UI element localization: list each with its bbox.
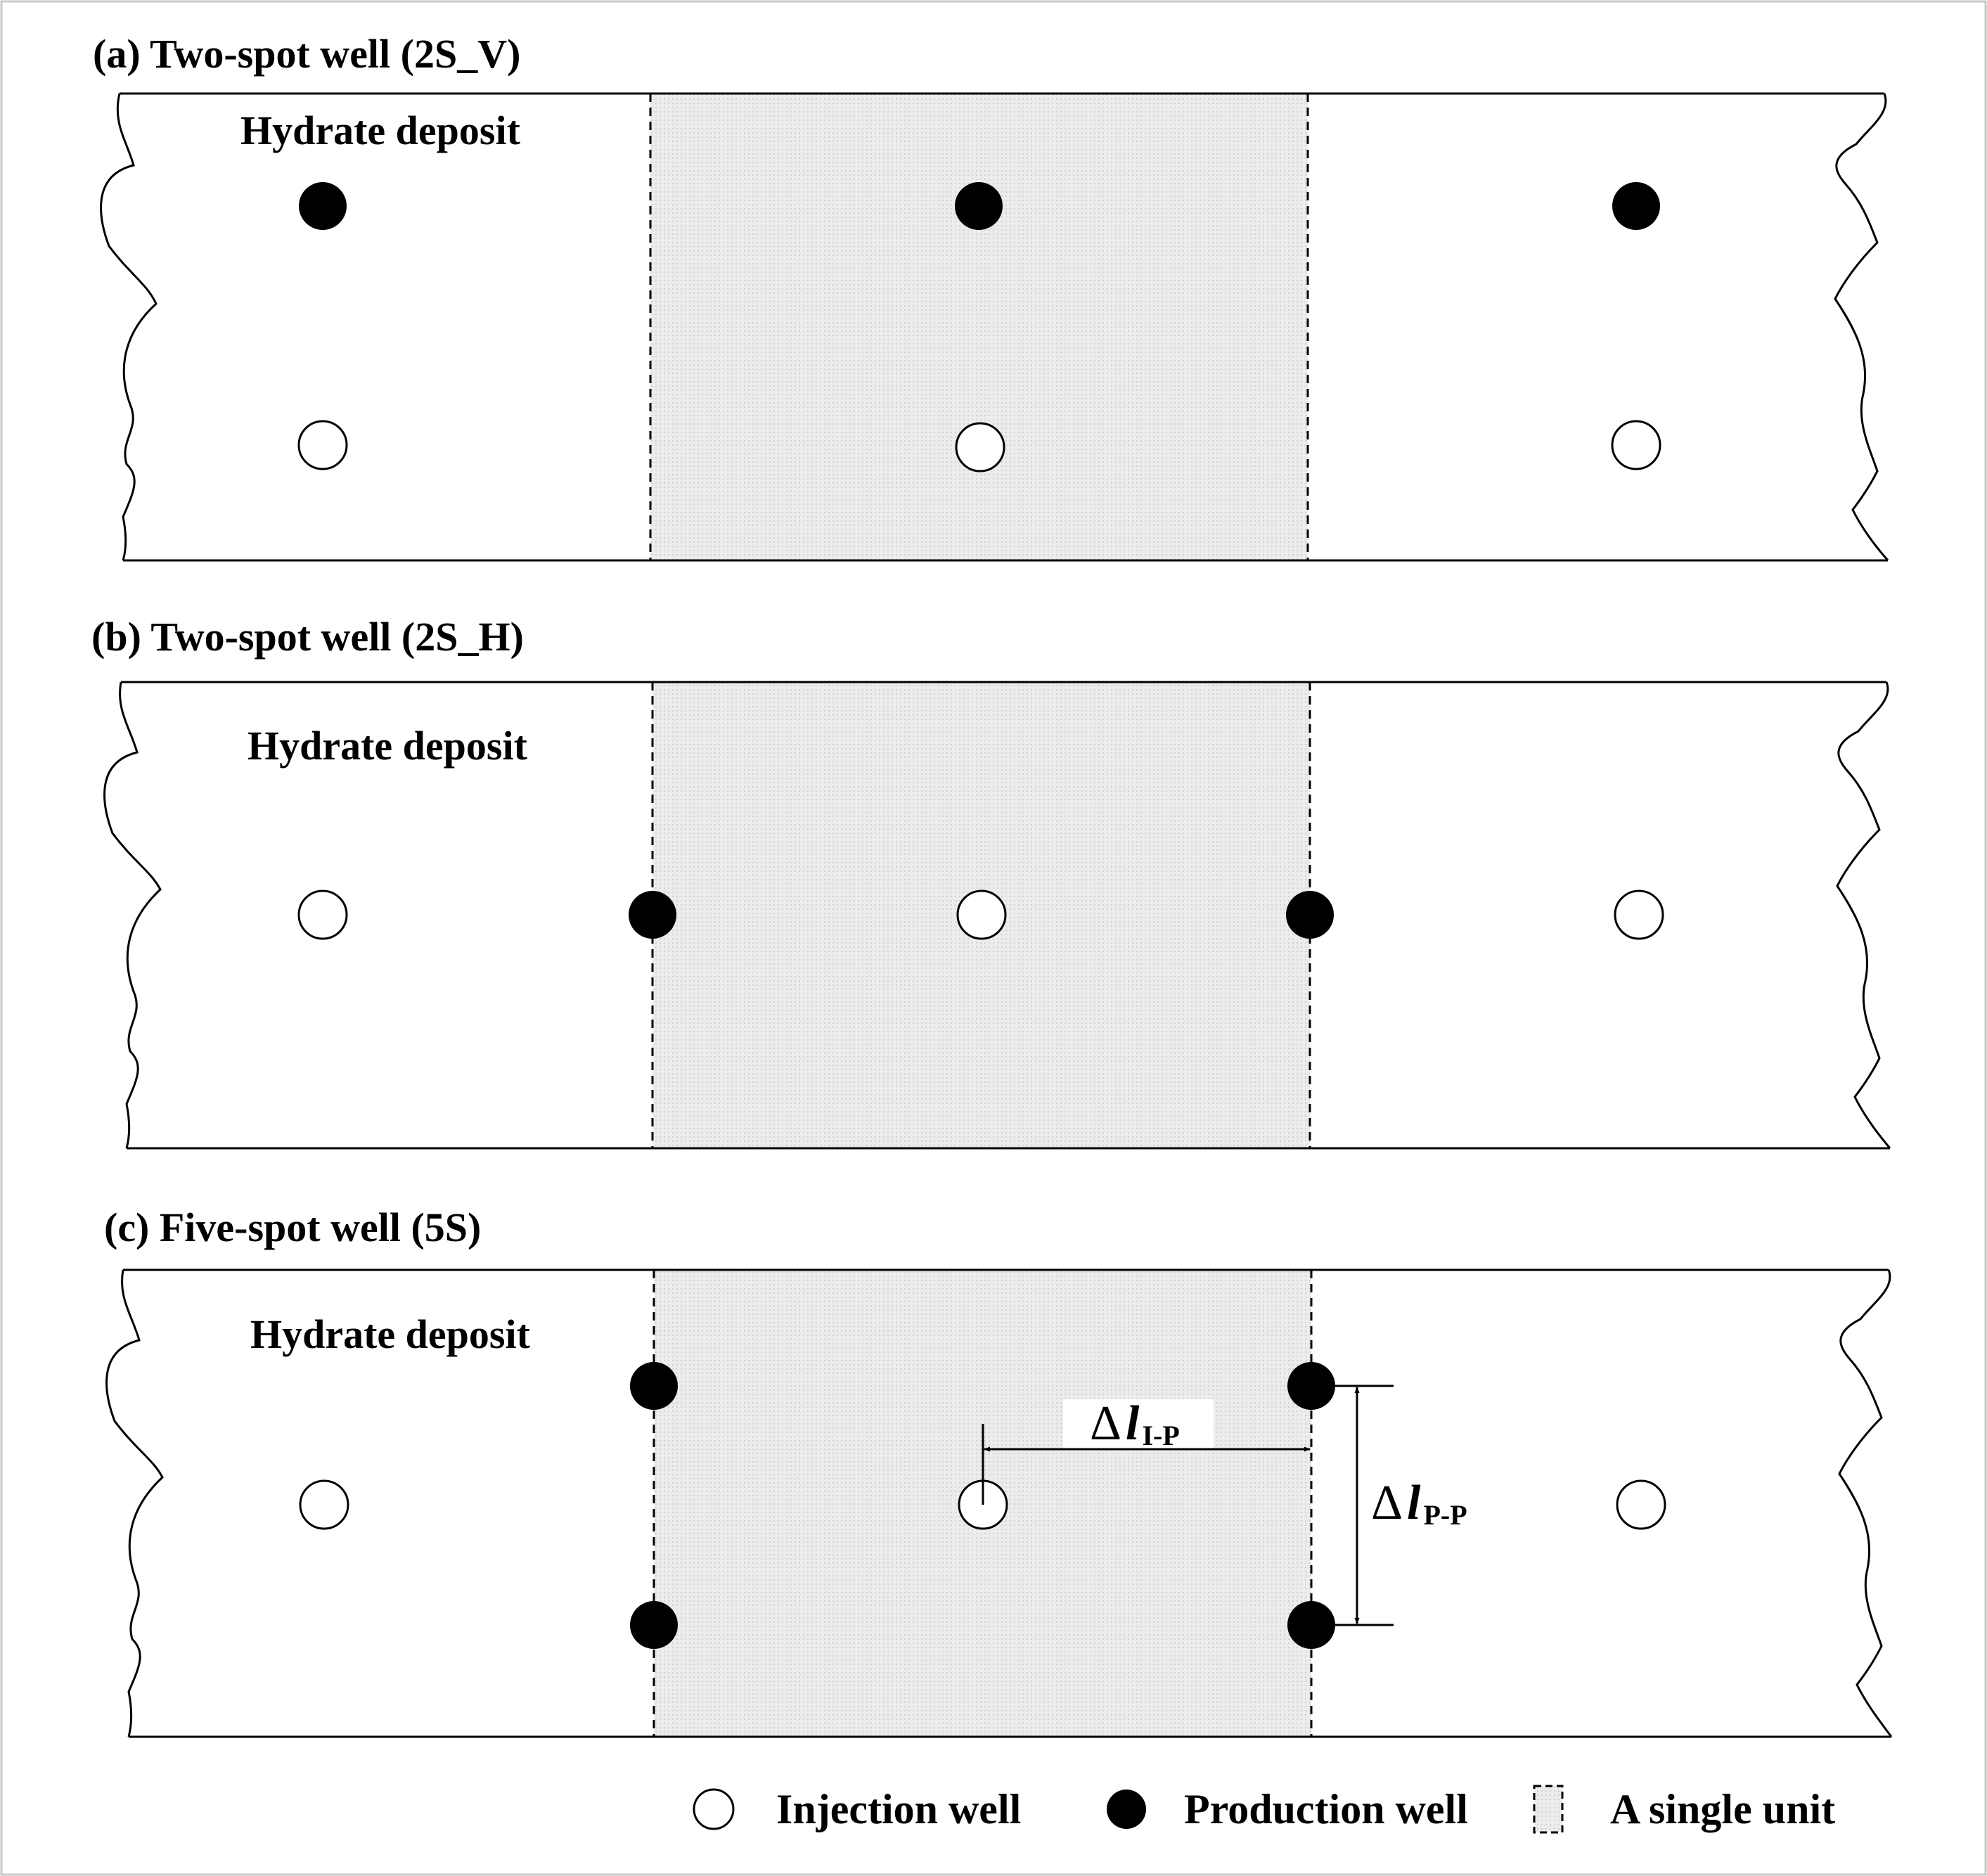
legend-injection-label: Injection well [776,1786,1021,1832]
production-well [1286,891,1334,939]
injection-well [297,420,348,470]
injection-well [299,1479,349,1530]
panel-b-deposit-label: Hydrate deposit [247,723,528,769]
delta-l-ip-label-background [1063,1399,1214,1448]
legend: Injection well Production well A single … [693,1785,1835,1834]
production-well [1612,182,1660,230]
injection-well [956,889,1007,940]
panel-a-deposit-label: Hydrate deposit [240,108,521,153]
panel-b: (b) Two-spot well (2S_H) Hydrate deposit [91,614,1891,1150]
injection-well [1616,1479,1666,1530]
production-well [630,1362,678,1410]
production-well [1287,1362,1335,1410]
legend-production-label: Production well [1184,1786,1468,1832]
legend-injection-well-icon [693,1788,735,1830]
panel-c-deposit-label: Hydrate deposit [250,1311,531,1357]
injection-well [1614,889,1664,940]
panel-a-title: (a) Two-spot well (2S_V) [93,31,520,77]
panel-a: (a) Two-spot well (2S_V) Hydrate deposit [93,31,1889,562]
injection-well [955,422,1005,473]
production-well [630,1601,678,1649]
panel-c-left-break-line [105,1269,164,1737]
panel-c-title: (c) Five-spot well (5S) [104,1204,481,1250]
injection-well [297,889,348,940]
injection-well [1611,420,1661,470]
panel-c-right-break-line [1838,1269,1893,1737]
legend-unit-label: A single unit [1610,1786,1835,1832]
panel-b-left-break-line [103,681,162,1149]
production-well [1287,1601,1335,1649]
panel-b-right-break-line [1836,681,1891,1149]
legend-production-well-icon [1107,1790,1146,1829]
panel-a-right-break-line [1834,93,1889,561]
panel-b-title: (b) Two-spot well (2S_H) [91,614,524,660]
panel-c: (c) Five-spot well (5S) Hydrate deposit … [104,1204,1893,1738]
legend-single-unit-icon [1533,1785,1564,1834]
production-well [955,182,1003,230]
panel-a-left-break-line [100,93,157,561]
production-well [299,182,347,230]
production-well [629,891,676,939]
panel-a-single-unit [650,94,1308,560]
